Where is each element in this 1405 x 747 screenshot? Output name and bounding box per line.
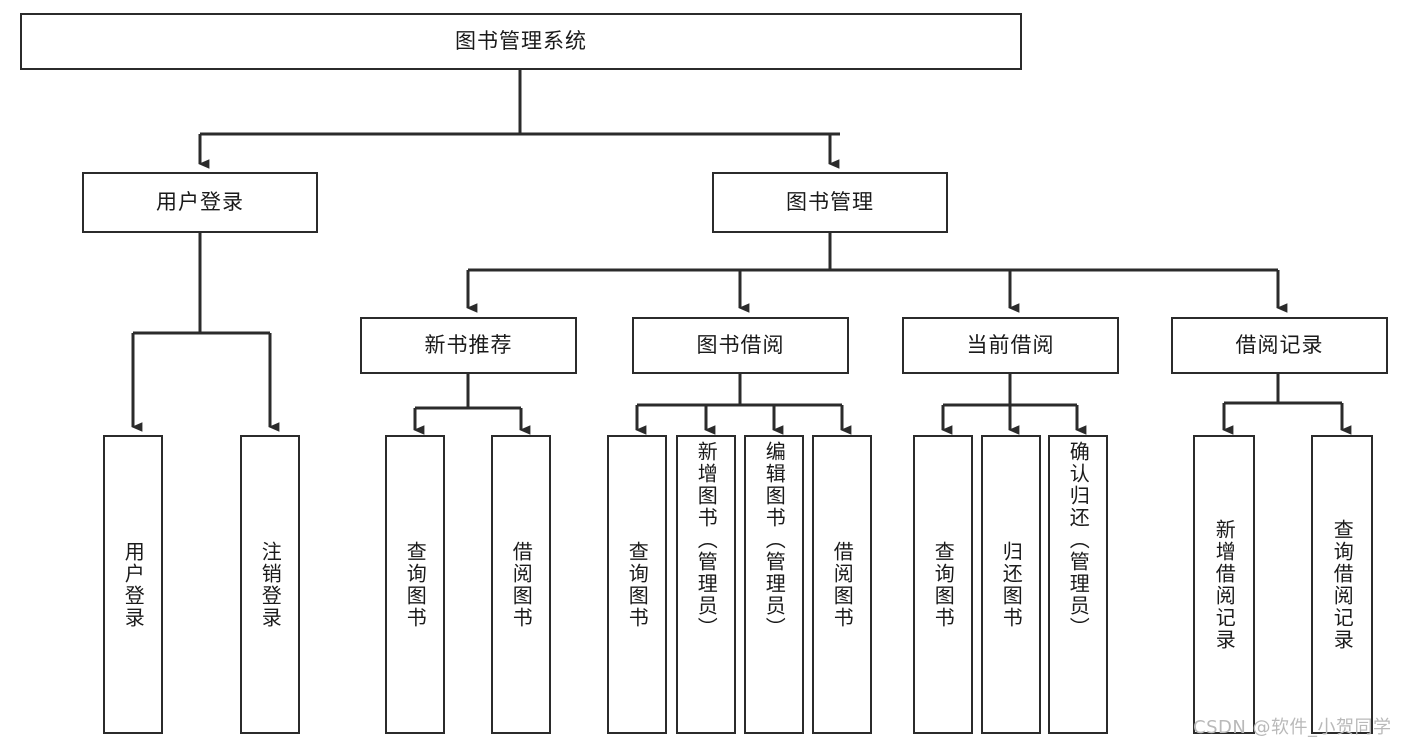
node-leaf-borrow-edit-book[interactable]: 编辑图书（管理员）	[744, 435, 804, 734]
node-leaf-recommend-query-book-label: 查询图书	[403, 540, 428, 629]
node-leaf-current-return-book-label: 归还图书	[999, 540, 1024, 629]
node-leaf-current-query-book[interactable]: 查询图书	[913, 435, 973, 734]
node-root[interactable]: 图书管理系统	[20, 13, 1022, 70]
node-leaf-recommend-query-book[interactable]: 查询图书	[385, 435, 445, 734]
node-leaf-recommend-borrow-book[interactable]: 借阅图书	[491, 435, 551, 734]
node-leaf-borrow-borrow-book-label: 借阅图书	[830, 540, 855, 629]
node-root-label: 图书管理系统	[455, 29, 587, 54]
node-leaf-borrow-add-book-label: 新增图书（管理员）	[694, 441, 719, 639]
node-new-book-recommend-label: 新书推荐	[424, 333, 513, 358]
node-leaf-current-query-book-label: 查询图书	[931, 540, 956, 629]
node-user-login[interactable]: 用户登录	[82, 172, 318, 233]
node-current-borrow-label: 当前借阅	[966, 333, 1055, 358]
node-leaf-user-logout-label: 注销登录	[258, 540, 283, 629]
node-book-manage[interactable]: 图书管理	[712, 172, 948, 233]
node-leaf-current-return-book[interactable]: 归还图书	[981, 435, 1041, 734]
node-leaf-record-query-label: 查询借阅记录	[1330, 518, 1355, 651]
node-leaf-user-login[interactable]: 用户登录	[103, 435, 163, 734]
node-leaf-current-confirm-return[interactable]: 确认归还（管理员）	[1048, 435, 1108, 734]
node-leaf-user-login-label: 用户登录	[121, 540, 146, 629]
node-leaf-record-add[interactable]: 新增借阅记录	[1193, 435, 1255, 734]
node-borrow-record[interactable]: 借阅记录	[1171, 317, 1388, 374]
node-leaf-current-confirm-return-label: 确认归还（管理员）	[1066, 441, 1091, 639]
node-leaf-recommend-borrow-book-label: 借阅图书	[509, 540, 534, 629]
node-leaf-borrow-add-book[interactable]: 新增图书（管理员）	[676, 435, 736, 734]
node-user-login-label: 用户登录	[156, 190, 244, 215]
node-leaf-borrow-borrow-book[interactable]: 借阅图书	[812, 435, 872, 734]
node-leaf-record-query[interactable]: 查询借阅记录	[1311, 435, 1373, 734]
node-leaf-borrow-query-book-label: 查询图书	[625, 540, 650, 629]
node-leaf-user-logout[interactable]: 注销登录	[240, 435, 300, 734]
node-book-borrow[interactable]: 图书借阅	[632, 317, 849, 374]
node-borrow-record-label: 借阅记录	[1235, 333, 1324, 358]
node-leaf-borrow-query-book[interactable]: 查询图书	[607, 435, 667, 734]
node-leaf-borrow-edit-book-label: 编辑图书（管理员）	[762, 441, 787, 639]
node-book-borrow-label: 图书借阅	[696, 333, 785, 358]
node-new-book-recommend[interactable]: 新书推荐	[360, 317, 577, 374]
node-current-borrow[interactable]: 当前借阅	[902, 317, 1119, 374]
node-book-manage-label: 图书管理	[786, 190, 874, 215]
node-leaf-record-add-label: 新增借阅记录	[1212, 518, 1237, 651]
